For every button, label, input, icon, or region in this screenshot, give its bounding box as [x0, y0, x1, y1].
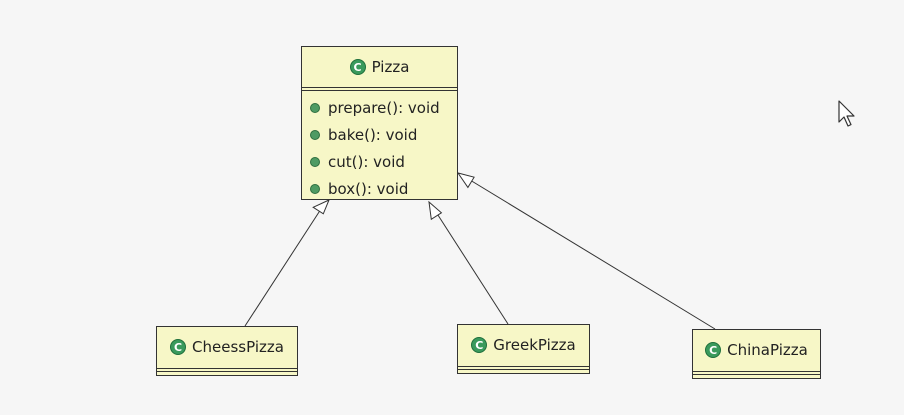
method-label: box(): void — [328, 179, 409, 198]
cheess-pizza-class[interactable]: C CheessPizza — [156, 326, 298, 376]
greek-pizza-class[interactable]: C GreekPizza — [457, 324, 590, 374]
class-icon: C — [705, 342, 722, 358]
method-prepare[interactable]: prepare(): void — [310, 94, 457, 121]
method-icon — [310, 183, 320, 194]
method-label: cut(): void — [328, 152, 405, 171]
method-box[interactable]: box(): void — [310, 175, 457, 202]
china-pizza-class[interactable]: C ChinaPizza — [692, 329, 821, 379]
method-label: prepare(): void — [328, 98, 440, 117]
compartment-lines — [157, 368, 297, 372]
greek-to-pizza-edge[interactable] — [435, 211, 509, 325]
class-icon: C — [170, 339, 187, 355]
pizza-class-name: Pizza — [371, 58, 410, 76]
china-to-pizza-edge[interactable] — [469, 179, 716, 330]
method-bake[interactable]: bake(): void — [310, 121, 457, 148]
compartment-lines — [458, 366, 589, 370]
greek-class-header: C GreekPizza — [458, 325, 589, 365]
greek-generalization-arrowhead — [428, 200, 443, 221]
method-label: bake(): void — [328, 125, 418, 144]
compartment-separator — [693, 374, 820, 375]
cheess-to-pizza-edge[interactable] — [244, 208, 322, 327]
pizza-methods: prepare(): void bake(): void cut(): void… — [302, 91, 457, 206]
compartment-separator — [458, 366, 589, 367]
china-generalization-arrowhead — [456, 172, 475, 189]
compartment-lines — [693, 371, 820, 375]
compartment-separator — [157, 371, 297, 372]
method-icon — [310, 156, 320, 167]
cheess-class-header: C CheessPizza — [157, 327, 297, 367]
mouse-pointer-icon — [838, 100, 855, 127]
cheess-class-name: CheessPizza — [192, 338, 284, 356]
cheess-generalization-arrowhead — [312, 199, 330, 215]
greek-class-name: GreekPizza — [493, 336, 576, 354]
compartment-separator — [458, 369, 589, 370]
method-icon — [310, 102, 320, 113]
class-icon: C — [471, 337, 488, 353]
method-cut[interactable]: cut(): void — [310, 148, 457, 175]
china-class-name: ChinaPizza — [727, 341, 808, 359]
pizza-class[interactable]: C Pizza prepare(): void bake(): void cut… — [301, 46, 458, 200]
compartment-separator — [693, 371, 820, 372]
china-class-header: C ChinaPizza — [693, 330, 820, 370]
pizza-class-header: C Pizza — [302, 47, 457, 87]
compartment-separator — [157, 368, 297, 369]
class-icon: C — [349, 59, 366, 75]
attributes-separator — [302, 90, 457, 91]
method-icon — [310, 129, 320, 140]
attributes-separator — [302, 87, 457, 88]
